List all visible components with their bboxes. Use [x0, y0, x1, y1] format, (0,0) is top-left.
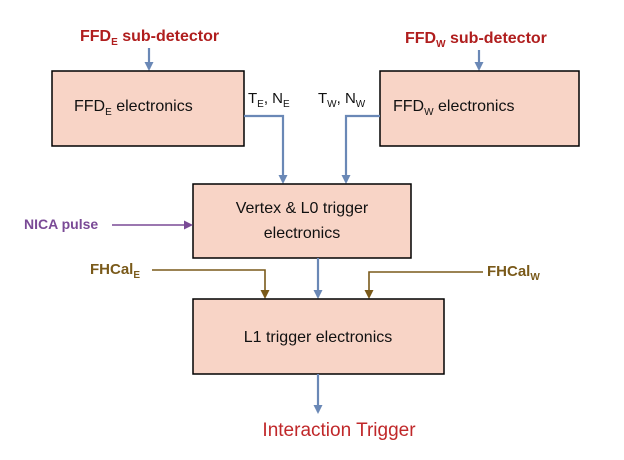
- ffd-e-subdetector-label: FFDE sub-detector: [80, 28, 219, 48]
- nica-pulse-label: NICA pulse: [24, 216, 98, 232]
- ffd-e-electronics-box: FFDE electronics: [51, 70, 245, 147]
- fhcal-w-arrow: [364, 271, 483, 299]
- ffd-w-subdetector-label: FFDW sub-detector: [405, 30, 547, 50]
- vertex-l0-trigger-box: Vertex & L0 trigger electronics: [192, 183, 412, 259]
- l1-label: L1 trigger electronics: [244, 329, 393, 346]
- fhcal-e-label: FHCalE: [90, 261, 140, 281]
- signal-label-east: TE, NE: [248, 90, 290, 110]
- l1-trigger-box: L1 trigger electronics: [192, 298, 445, 375]
- interaction-trigger-label: Interaction Trigger: [262, 420, 416, 441]
- ffd-e-electronics-label: FFDE electronics: [74, 98, 193, 118]
- signal-label-west: TW, NW: [318, 90, 366, 110]
- west-to-vertex-arrow: [341, 114, 380, 184]
- fhcal-w-label: FHCalW: [487, 263, 540, 283]
- ffd-w-electronics-label: FFDW electronics: [393, 98, 514, 118]
- fhcal-e-arrow: [152, 269, 270, 299]
- east-to-vertex-arrow: [244, 114, 288, 184]
- vertex-label-line2: electronics: [264, 225, 340, 242]
- vertex-label-line1: Vertex & L0 trigger: [236, 200, 369, 217]
- ffd-w-electronics-box: FFDW electronics: [379, 70, 580, 147]
